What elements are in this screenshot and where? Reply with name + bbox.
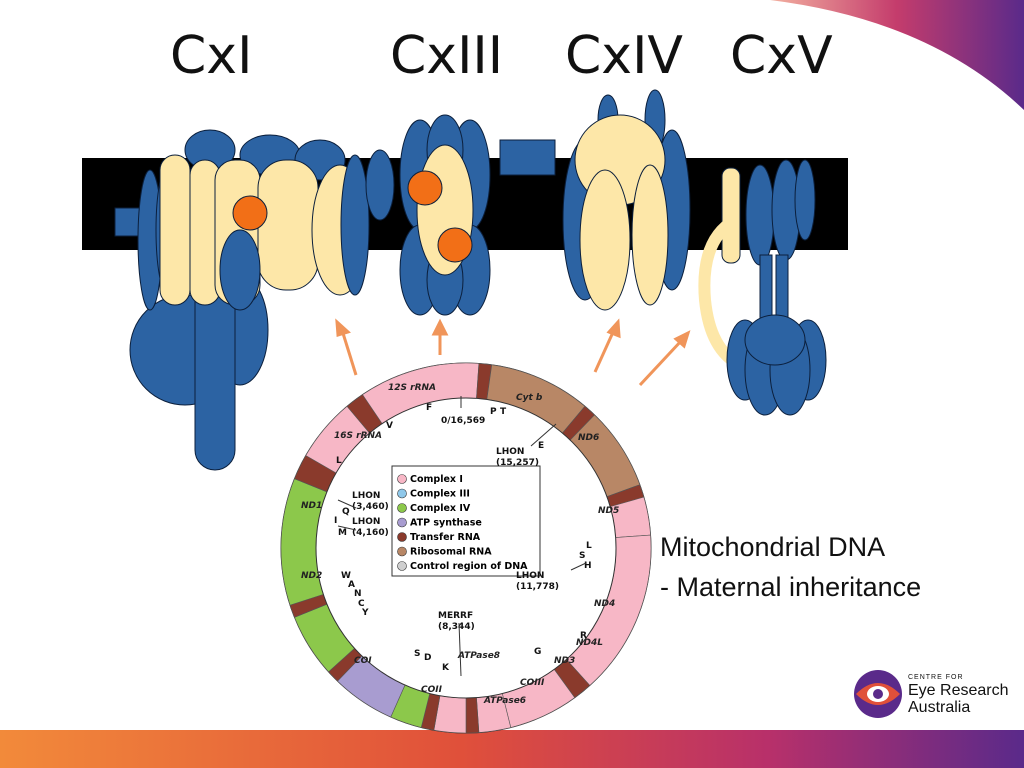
logo-bottom-text: Australia: [908, 699, 971, 716]
legend-label: Complex I: [410, 474, 463, 485]
caption-line-1: Mitochondrial DNA: [660, 532, 886, 562]
gene-label: Cyt b: [516, 393, 543, 403]
trna-letter: F: [426, 403, 432, 413]
gene-label: ND4: [594, 599, 615, 609]
trna-letter: G: [534, 647, 541, 657]
gene-label: ATPase8: [457, 651, 500, 661]
trna-letter: I: [334, 516, 337, 526]
legend-swatch: [397, 561, 407, 571]
annotation-lhon_11778: (11,778): [516, 582, 559, 592]
gene-label: COIII: [520, 678, 545, 688]
trna-letter: N: [354, 589, 362, 599]
trna-letter: S: [414, 649, 420, 659]
complex-i: [114, 129, 395, 471]
trna-letter: M: [338, 528, 347, 538]
legend-label: ATP synthase: [410, 518, 482, 529]
gene-segment: [465, 697, 480, 734]
legend-swatch: [397, 488, 407, 499]
annotation-merrf: (8,344): [438, 622, 475, 632]
complex-v: [698, 159, 827, 416]
gene-label: ND5: [598, 506, 619, 516]
legend-swatch: [397, 474, 407, 484]
gene-label: ATPase6: [483, 696, 526, 706]
complex-iv-title: CxIV: [565, 26, 683, 86]
trna-letter: P: [490, 407, 497, 417]
gene-label: ND1: [301, 501, 322, 511]
legend-label: Complex IV: [410, 503, 471, 514]
trna-letter: E: [538, 441, 544, 451]
legend-label: Complex III: [410, 489, 470, 500]
cytochrome-c: [499, 139, 556, 176]
trna-letter: D: [424, 653, 431, 663]
trna-letter: K: [442, 663, 450, 673]
trna-letter: L: [336, 456, 342, 466]
complex-i-title: CxI: [170, 26, 253, 86]
legend-label: Ribosomal RNA: [410, 547, 492, 558]
legend-label: Control region of DNA: [410, 561, 528, 572]
complex-iv: [562, 89, 691, 311]
annotation-lhon_3460: (3,460): [352, 502, 389, 512]
logo-mid-text: Eye Research: [908, 682, 1009, 699]
complex-v-title: CxV: [730, 26, 833, 86]
annotation-lhon_11778: LHON: [516, 571, 544, 581]
legend-swatch: [397, 532, 407, 542]
complex-iii-title: CxIII: [390, 26, 504, 86]
trna-letter: W: [341, 571, 351, 581]
annotation-merrf: MERRF: [438, 611, 473, 621]
gene-label: COII: [421, 685, 443, 695]
annotation-lhon_15257: LHON: [496, 447, 524, 457]
annotation-origin: 0/16,569: [441, 416, 485, 426]
mtdna-map: Complex I Complex III Complex IV ATP syntha…: [280, 362, 652, 734]
legend-swatch: [397, 546, 407, 557]
trna-letter: L: [586, 541, 592, 551]
trna-letter: H: [584, 561, 592, 571]
complex-iii: [399, 114, 491, 316]
caption-line-2: - Maternal inheritance: [660, 572, 922, 602]
arrows: [335, 318, 691, 387]
logo-top-text: CENTRE FOR: [908, 674, 964, 681]
gene-label: ND6: [578, 433, 599, 443]
gene-label: COI: [354, 656, 372, 666]
legend-swatch: [397, 517, 407, 528]
annotation-lhon_4160: LHON: [352, 517, 380, 527]
trna-letter: A: [348, 580, 355, 590]
gene-label: ND2: [301, 571, 322, 581]
gene-label: 12S rRNA: [388, 383, 436, 393]
trna-letter: R: [580, 631, 587, 641]
legend-label: Transfer RNA: [410, 532, 481, 543]
gene-ring: [280, 362, 652, 734]
trna-letter: S: [579, 551, 585, 561]
cera-logo-icon: [854, 670, 902, 718]
trna-letter: Y: [361, 608, 369, 618]
legend-swatch: [397, 503, 407, 513]
legend-box: Complex I Complex III Complex IV ATP syntha…: [391, 465, 541, 577]
trna-letter: V: [386, 421, 393, 431]
gene-label: ND4L: [576, 638, 603, 648]
membrane-diagram: [82, 89, 848, 471]
trna-letter: T: [500, 407, 507, 417]
trna-letter: C: [358, 599, 365, 609]
annotation-lhon_15257: (15,257): [496, 458, 539, 468]
trna-letter: Q: [342, 507, 350, 517]
annotation-lhon_3460: LHON: [352, 491, 380, 501]
gene-label: ND3: [554, 656, 575, 666]
gene-label: 16S rRNA: [334, 431, 382, 441]
annotation-lhon_4160: (4,160): [352, 528, 389, 538]
